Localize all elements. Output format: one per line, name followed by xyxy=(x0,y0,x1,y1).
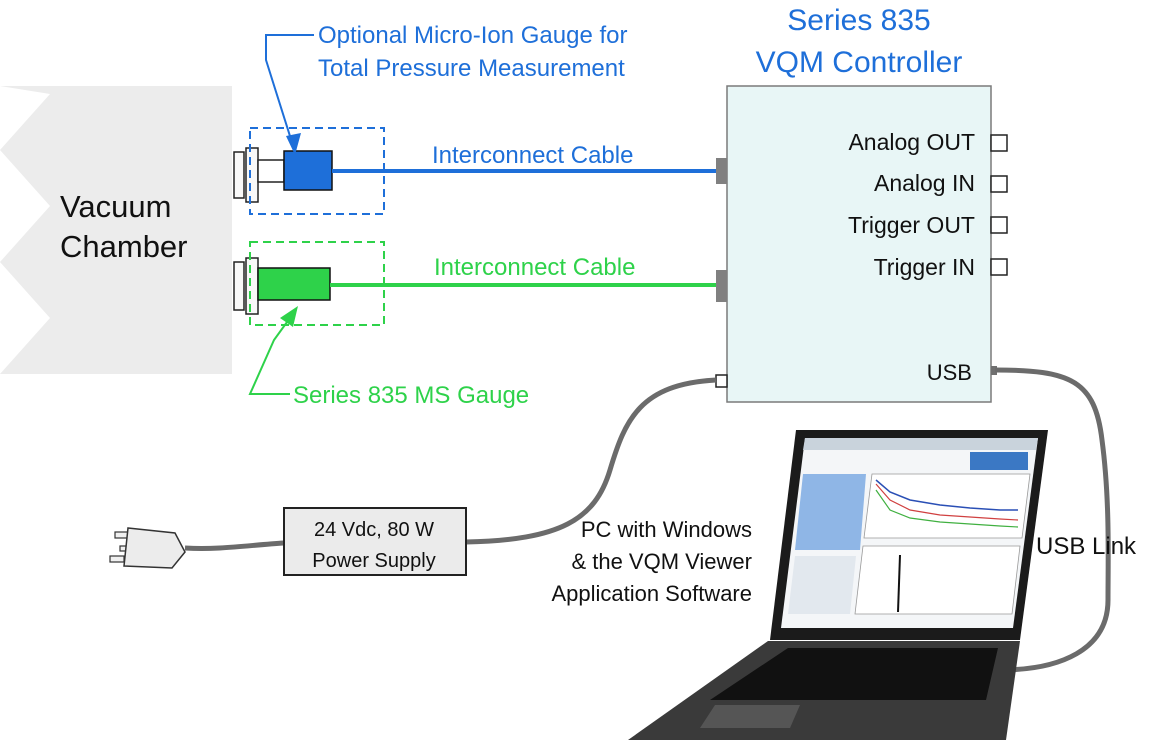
ac-plug-icon xyxy=(109,527,186,569)
plot-trace-green xyxy=(875,489,1019,528)
micro-ion-label-line1: Optional Micro-Ion Gauge for xyxy=(318,22,627,49)
port-label-trigger-in: Trigger IN xyxy=(874,254,975,280)
port-connector-trigger-in xyxy=(990,258,1008,276)
usb-port-label: USB xyxy=(927,360,972,385)
usb-link-cable xyxy=(994,367,1111,673)
app-titlebar xyxy=(803,438,1038,450)
ms-gauge-arrowhead xyxy=(280,306,298,327)
micro-ion-leader xyxy=(265,34,314,153)
vqm-controller xyxy=(715,85,997,403)
port-label-analog-in: Analog IN xyxy=(874,170,975,196)
green-cable-label: Interconnect Cable xyxy=(434,254,635,281)
laptop-keyboard xyxy=(710,648,998,700)
blue-cable-label: Interconnect Cable xyxy=(432,142,633,169)
port-connector-trigger-out xyxy=(990,216,1008,234)
micro-ion-label-line2: Total Pressure Measurement xyxy=(318,55,625,82)
usb-link-label: USB Link xyxy=(1036,533,1137,560)
controller-title-line2: VQM Controller xyxy=(756,46,963,79)
power-supply-rating: 24 Vdc, 80 W xyxy=(314,519,434,541)
app-plot-lower xyxy=(854,545,1021,615)
pc-caption-line3: Application Software xyxy=(551,581,752,606)
app-data-table xyxy=(795,474,866,550)
ac-cord xyxy=(184,540,285,551)
ms-gauge-label: Series 835 MS Gauge xyxy=(293,382,529,409)
laptop-icon xyxy=(628,430,1048,740)
laptop-touchpad xyxy=(700,705,800,728)
port-label-trigger-out: Trigger OUT xyxy=(848,212,975,238)
power-cable-to-controller xyxy=(465,377,717,545)
power-supply: 24 Vdc, 80 W Power Supply xyxy=(283,507,467,576)
pc-caption-line1: PC with Windows xyxy=(581,517,752,542)
controller-port-list: Analog OUT Analog IN Trigger OUT Trigger… xyxy=(848,129,1008,280)
plot-trace-blue xyxy=(875,479,1018,511)
port-connector-analog-in xyxy=(990,175,1008,193)
app-status-panel xyxy=(788,556,856,614)
power-supply-label: Power Supply xyxy=(312,550,435,572)
ms-gauge-leader xyxy=(248,310,296,395)
port-label-analog-out: Analog OUT xyxy=(848,129,975,155)
micro-ion-arrowhead xyxy=(286,133,301,155)
plot-trace-red xyxy=(875,483,1019,521)
spectrum-peak xyxy=(897,554,901,613)
pc-caption-line2: & the VQM Viewer xyxy=(571,549,752,574)
vacuum-chamber: Vacuum Chamber xyxy=(0,86,232,374)
controller-title-line1: Series 835 xyxy=(787,4,930,37)
port-connector-analog-out xyxy=(990,134,1008,152)
chamber-label-line1: Vacuum xyxy=(60,189,171,224)
chamber-label-line2: Chamber xyxy=(60,229,188,264)
app-logo-badge xyxy=(970,452,1028,470)
